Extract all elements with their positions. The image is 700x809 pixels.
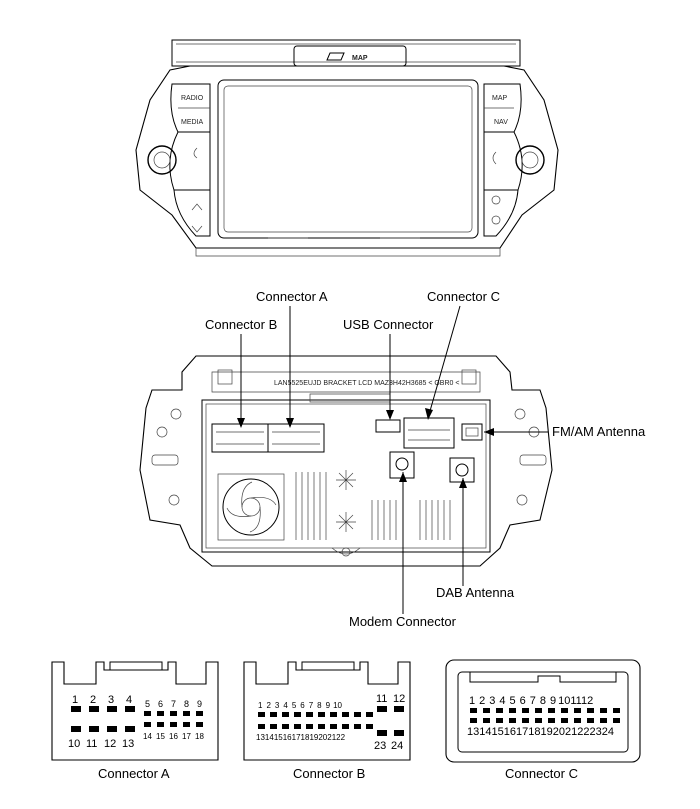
left-knob [147,145,177,175]
head-unit-rear: LAN5525EUJD BRACKET LCD MAZ3H42H3685 < G… [139,289,646,629]
pin-label: 14 [143,732,152,741]
pinout-connector-a: 1 2 3 4 5 6 7 8 9 10 11 12 13 14 15 16 1… [51,661,219,781]
pin-label: 18 [195,732,204,741]
callout-dab-antenna: DAB Antenna [436,585,515,600]
pin-label: 17 [182,732,191,741]
connector-b-housing [211,423,269,453]
modem-connector-socket [389,451,415,479]
pin-label: 12 [104,738,116,750]
pin-label: 4 [126,694,132,706]
pin-row-label: 131415161718192021222324 [467,726,614,738]
pin-label: 5 [145,699,150,709]
head-unit-front: MAP RADIO MEDIA MAP NAV [135,39,559,257]
callout-usb-connector: USB Connector [343,317,434,332]
connector-a-housing [267,423,325,453]
pin-row-label: 13141516171819202122 [256,733,346,742]
pinout-label-b: Connector B [293,766,365,781]
pin-label: 10 [68,738,80,750]
pin-label: 11 [376,693,387,705]
right-knob [515,145,545,175]
callout-connector-b: Connector B [205,317,277,332]
pin-label: 11 [86,738,97,750]
fm-am-antenna-socket [461,423,483,441]
pin-label: 13 [122,738,134,750]
pinout-label-c: Connector C [505,766,578,781]
usb-connector-housing [375,419,401,433]
callout-connector-a: Connector A [256,289,328,304]
pinout-label-a: Connector A [98,766,170,781]
radio-button-label: RADIO [181,95,204,102]
pin-label: 16 [169,732,178,741]
pin-label: 3 [108,694,114,706]
pin-label: 23 [374,740,386,752]
cooling-fan [222,478,280,536]
pin-label: 2 [90,694,96,706]
pin-label: 9 [197,699,202,709]
pin-label: 12 [393,693,405,705]
pin-label: 24 [391,740,403,752]
dab-antenna-socket [449,457,475,483]
pin-label: 8 [184,699,189,709]
connector-c-housing [403,417,455,449]
nav-button-label: NAV [494,119,508,126]
callout-fm-am-antenna: FM/AM Antenna [552,424,646,439]
callout-modem-connector: Modem Connector [349,614,457,629]
pin-label: 15 [156,732,165,741]
pin-label: 1 [72,694,78,706]
media-button-label: MEDIA [181,119,204,126]
pin-label: 6 [158,699,163,709]
map-logo-text: MAP [352,55,368,62]
map-button-label: MAP [492,95,508,102]
pin-label: 7 [171,699,176,709]
callout-connector-c: Connector C [427,289,500,304]
rear-sticker-text: LAN5525EUJD BRACKET LCD MAZ3H42H3685 < G… [274,380,459,387]
